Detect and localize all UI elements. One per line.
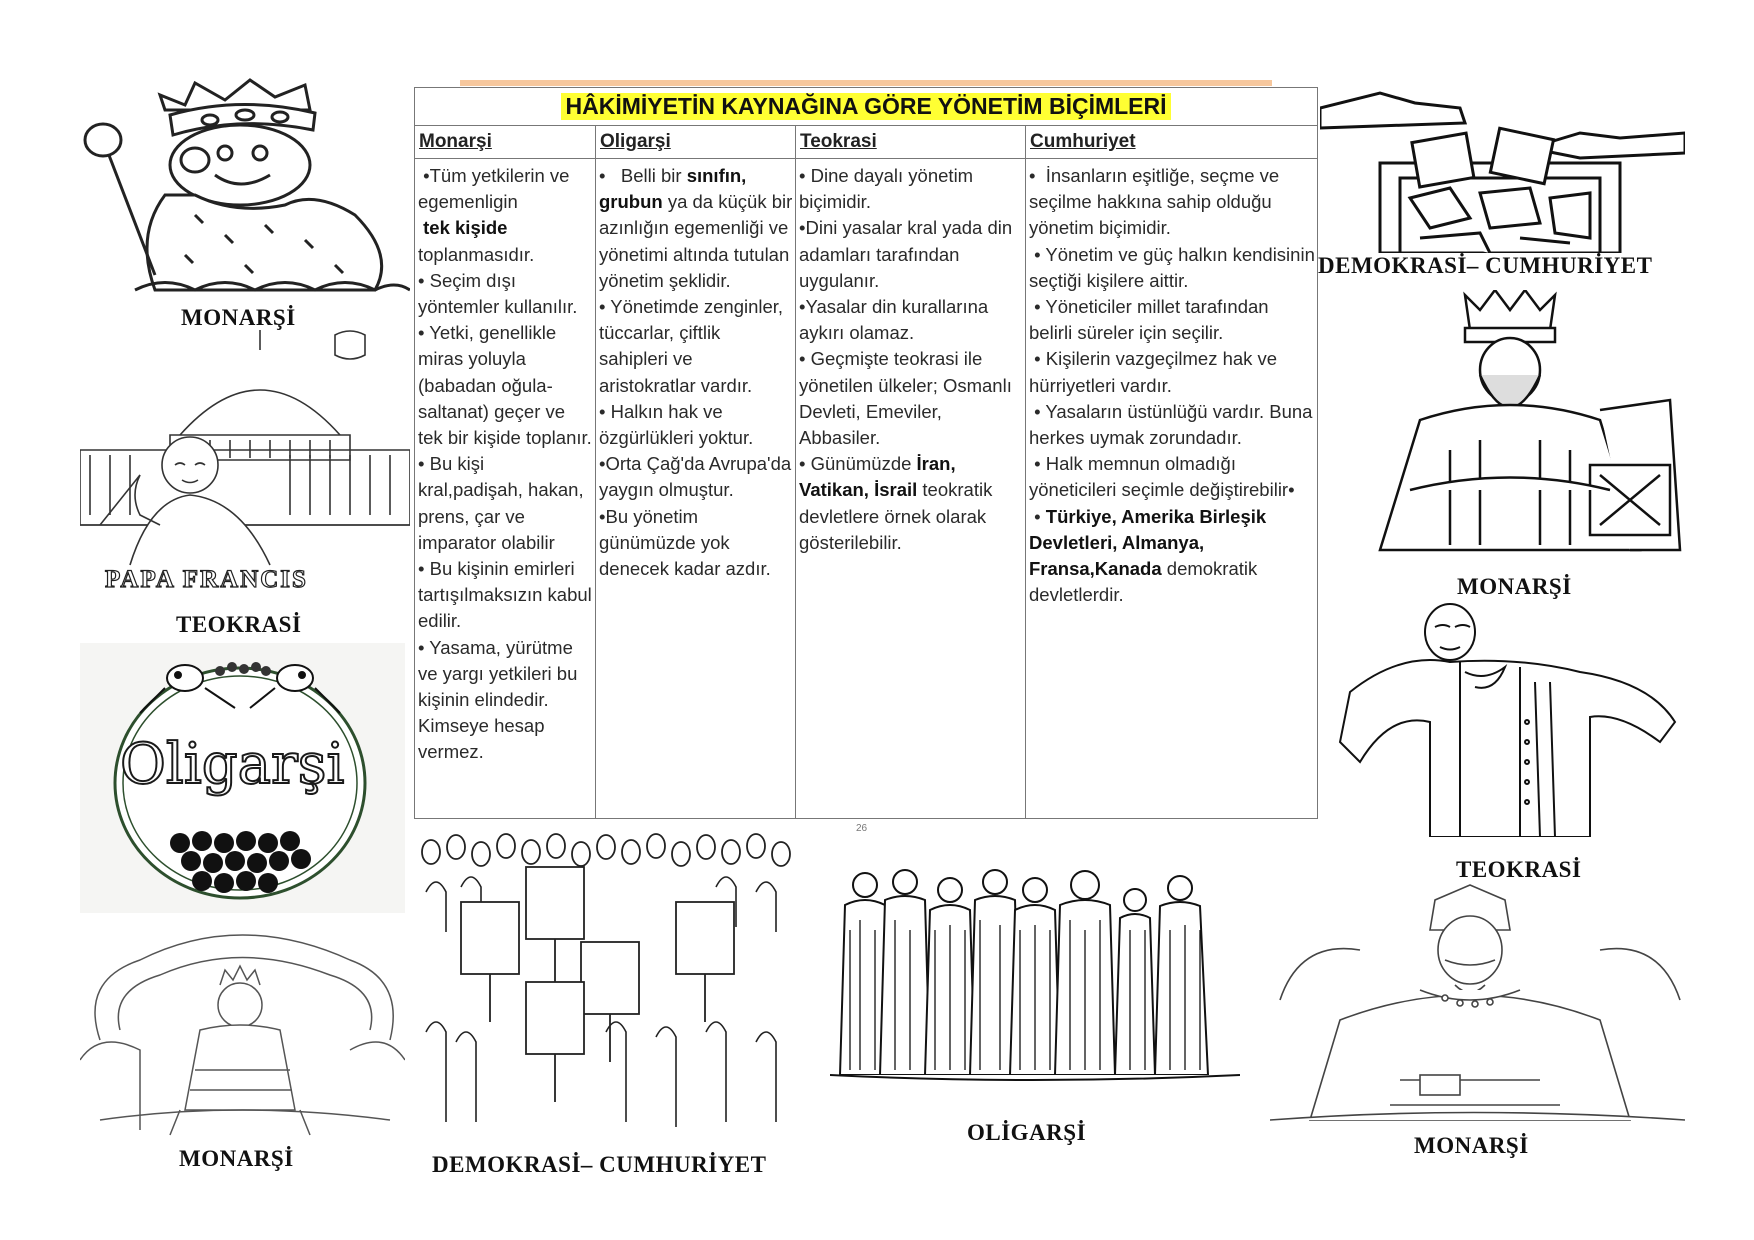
header-cumhuriyet: Cumhuriyet [1030, 131, 1136, 152]
caption-teokrasi-left: TEOKRASİ [176, 612, 302, 637]
table-body-row: •Tüm yetkilerin ve egemenligin tek kişid… [415, 159, 1317, 819]
table-cell-item: • Yasama, yürütme ve yargı yetkileri bu … [418, 636, 583, 763]
table-cell-item: • Belli bir sınıfın, grubun ya da küçük … [599, 165, 793, 291]
oligarchy-logo-illustration: Oligarşi [80, 643, 405, 913]
caption-monarsi-right: MONARŞİ [1457, 574, 1572, 599]
government-forms-table: HÂKİMİYETİN KAYNAĞINA GÖRE YÖNETİM BİÇİM… [414, 87, 1318, 819]
caption-demokrasi-top-right: DEMOKRASİ– CUMHURİYET [1318, 253, 1653, 278]
cell-monarsi: •Tüm yetkilerin ve egemenligin tek kişid… [415, 159, 596, 819]
table-title: HÂKİMİYETİN KAYNAĞINA GÖRE YÖNETİM BİÇİM… [561, 93, 1171, 120]
table-cell-item: • Yönetim ve güç halkın kendisinin seçti… [1029, 243, 1315, 291]
table-cell-item: •Orta Çağ'da Avrupa'da yaygın olmuştur. [599, 453, 796, 501]
cleric-figure-illustration [1320, 602, 1685, 837]
table-cell-item: • Bu kişinin emirleri tartışılmaksızın k… [418, 558, 592, 632]
caption-teokrasi-right: TEOKRASİ [1456, 857, 1582, 882]
table-cell-item: • Yönetimde zenginler, tüccarlar, çiftli… [599, 296, 789, 396]
caption-demokrasi-bottom: DEMOKRASİ– CUMHURİYET [432, 1152, 767, 1177]
cell-cumhuriyet: • İnsanların eşitliğe, seçme ve seçilme … [1026, 159, 1317, 819]
table-cell-item: •Dini yasalar kral yada din adamları tar… [799, 217, 1018, 291]
table-cell-item: • Geçmişte teokrasi ile yönetilen ülkele… [799, 348, 1017, 449]
table-cell-item: tek kişide [423, 217, 508, 239]
oligarsi-logo-text: Oligarşi [120, 732, 344, 797]
table-cell-item: •Bu yönetim günümüzde yok denecek kadar … [599, 505, 771, 580]
table-cell-item: • Yetki, genellikle miras yoluyla (babad… [418, 322, 592, 449]
caption-oligarsi-bottom: OLİGARŞİ [967, 1120, 1087, 1145]
header-monarsi: Monarşi [415, 126, 596, 158]
table-cell-item: • Kişilerin vazgeçilmez hak ve hürriyetl… [1029, 348, 1283, 396]
roman-senators-illustration [830, 860, 1240, 1100]
king-on-throne-illustration [80, 920, 405, 1145]
caption-monarsi-bottom-right: MONARŞİ [1414, 1133, 1529, 1158]
cell-teokrasi: • Dine dayalı yönetim biçimidir.•Dini ya… [796, 159, 1026, 819]
cell-oligarsi: • Belli bir sınıfın, grubun ya da küçük … [596, 159, 796, 819]
table-cell-item: •Tüm yetkilerin ve egemenligin [418, 165, 575, 213]
table-cell-item: • Günümüzde İran, Vatikan, İsrail teokra… [799, 453, 998, 553]
page-number: 26 [856, 823, 868, 834]
table-header-row: Monarşi Oligarşi Teokrasi Cumhuriyet [415, 126, 1317, 159]
papa-francis-text: PAPA FRANCIS [105, 566, 308, 593]
ballot-box-illustration [1320, 78, 1685, 253]
table-cell-item: • Yasaların üstünlüğü vardır. Buna herke… [1029, 400, 1313, 449]
table-cell-item: • İnsanların eşitliğe, seçme ve seçilme … [1029, 165, 1285, 239]
table-cell-item: • Halk memnun olmadığı yöneticileri seçi… [1029, 453, 1295, 501]
caption-monarsi-bottom-left: MONARŞİ [179, 1146, 294, 1171]
table-cell-item: • Dine dayalı yönetim biçimidir. [799, 165, 979, 213]
table-cell-item: • Halkın hak ve özgürlükleri yoktur. [599, 400, 754, 449]
table-cell-item: •Yasalar din kurallarına aykırı olamaz. [799, 296, 994, 344]
king-cartoon-illustration [75, 75, 410, 300]
table-cell-item: • Türkiye, Amerika Birleşik Devletleri, … [1029, 505, 1272, 606]
table-cell-item: toplanmasıdır. [418, 243, 535, 265]
pope-francis-illustration: PAPA FRANCIS [80, 325, 410, 595]
protest-crowd-illustration [416, 832, 794, 1130]
table-cell-item: • Bu kişi kral,padişah, hakan, prens, ça… [418, 453, 589, 553]
table-top-accent [460, 80, 1272, 86]
caption-monarsi-top-left: MONARŞİ [181, 305, 296, 330]
table-title-row: HÂKİMİYETİN KAYNAĞINA GÖRE YÖNETİM BİÇİM… [415, 88, 1317, 126]
bearded-king-throne-illustration [1350, 290, 1685, 565]
king-seated-illustration [1270, 880, 1685, 1135]
table-cell-item: • Seçim dışı yöntemler kullanılır. [418, 269, 578, 318]
table-cell-item: • Yöneticiler millet tarafından belirli … [1029, 296, 1274, 344]
header-oligarsi: Oligarşi [596, 126, 796, 158]
header-teokrasi: Teokrasi [796, 126, 1026, 158]
